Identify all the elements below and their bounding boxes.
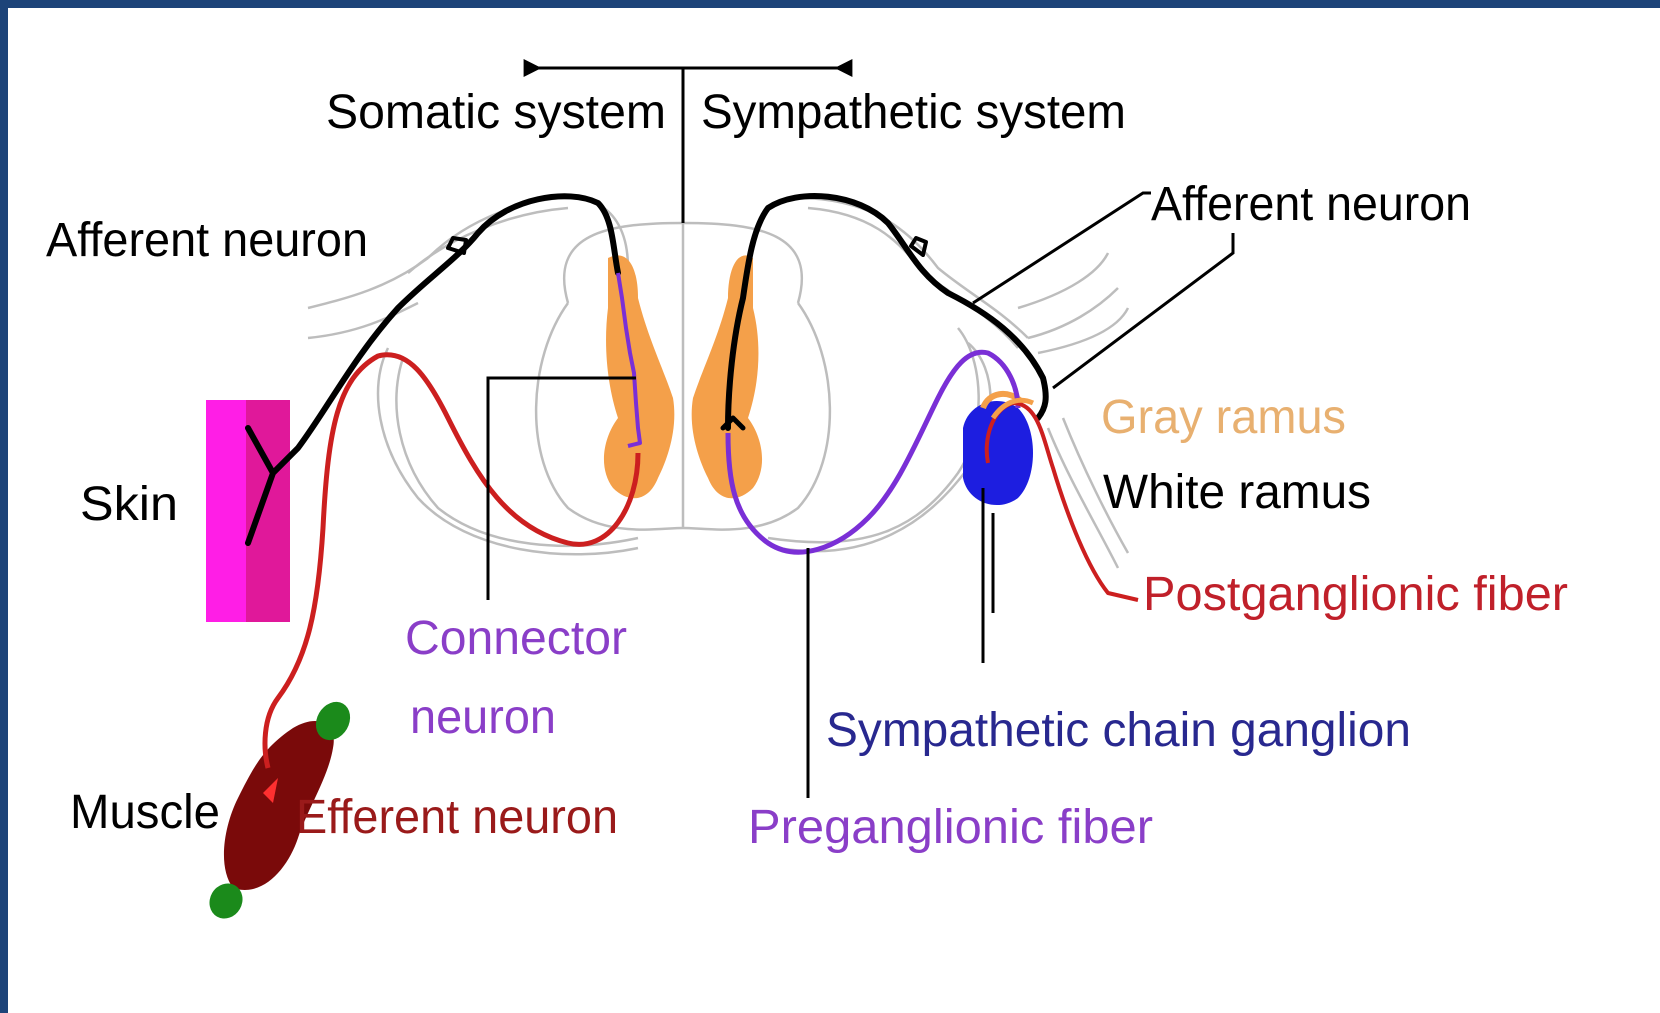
label-white-ramus: White ramus: [1103, 466, 1371, 519]
diagram-frame: Somatic system Sympathetic system Affere…: [8, 8, 1660, 1013]
afferent-neuron-right-leader-2: [1053, 233, 1233, 388]
label-gray-ramus: Gray ramus: [1101, 391, 1346, 444]
label-sympathetic-chain-ganglion: Sympathetic chain ganglion: [826, 704, 1411, 757]
label-preganglionic-fiber: Preganglionic fiber: [748, 801, 1153, 854]
label-somatic-system: Somatic system: [326, 86, 666, 139]
label-afferent-neuron-left: Afferent neuron: [46, 214, 368, 267]
label-connector-neuron-line2: neuron: [410, 691, 556, 744]
label-afferent-neuron-right: Afferent neuron: [1151, 178, 1471, 231]
autonomic-nervous-system-diagram: Somatic system Sympathetic system Affere…: [8, 8, 1660, 1013]
label-sympathetic-system: Sympathetic system: [701, 86, 1126, 139]
label-postganglionic-fiber: Postganglionic fiber: [1143, 568, 1568, 621]
label-efferent-neuron: Efferent neuron: [296, 791, 618, 844]
label-muscle: Muscle: [70, 786, 220, 839]
afferent-neuron-right-leader-1: [973, 193, 1151, 303]
connector-neuron-leader: [488, 378, 636, 600]
label-skin: Skin: [80, 478, 178, 531]
label-connector-neuron-line1: Connector: [405, 612, 627, 665]
